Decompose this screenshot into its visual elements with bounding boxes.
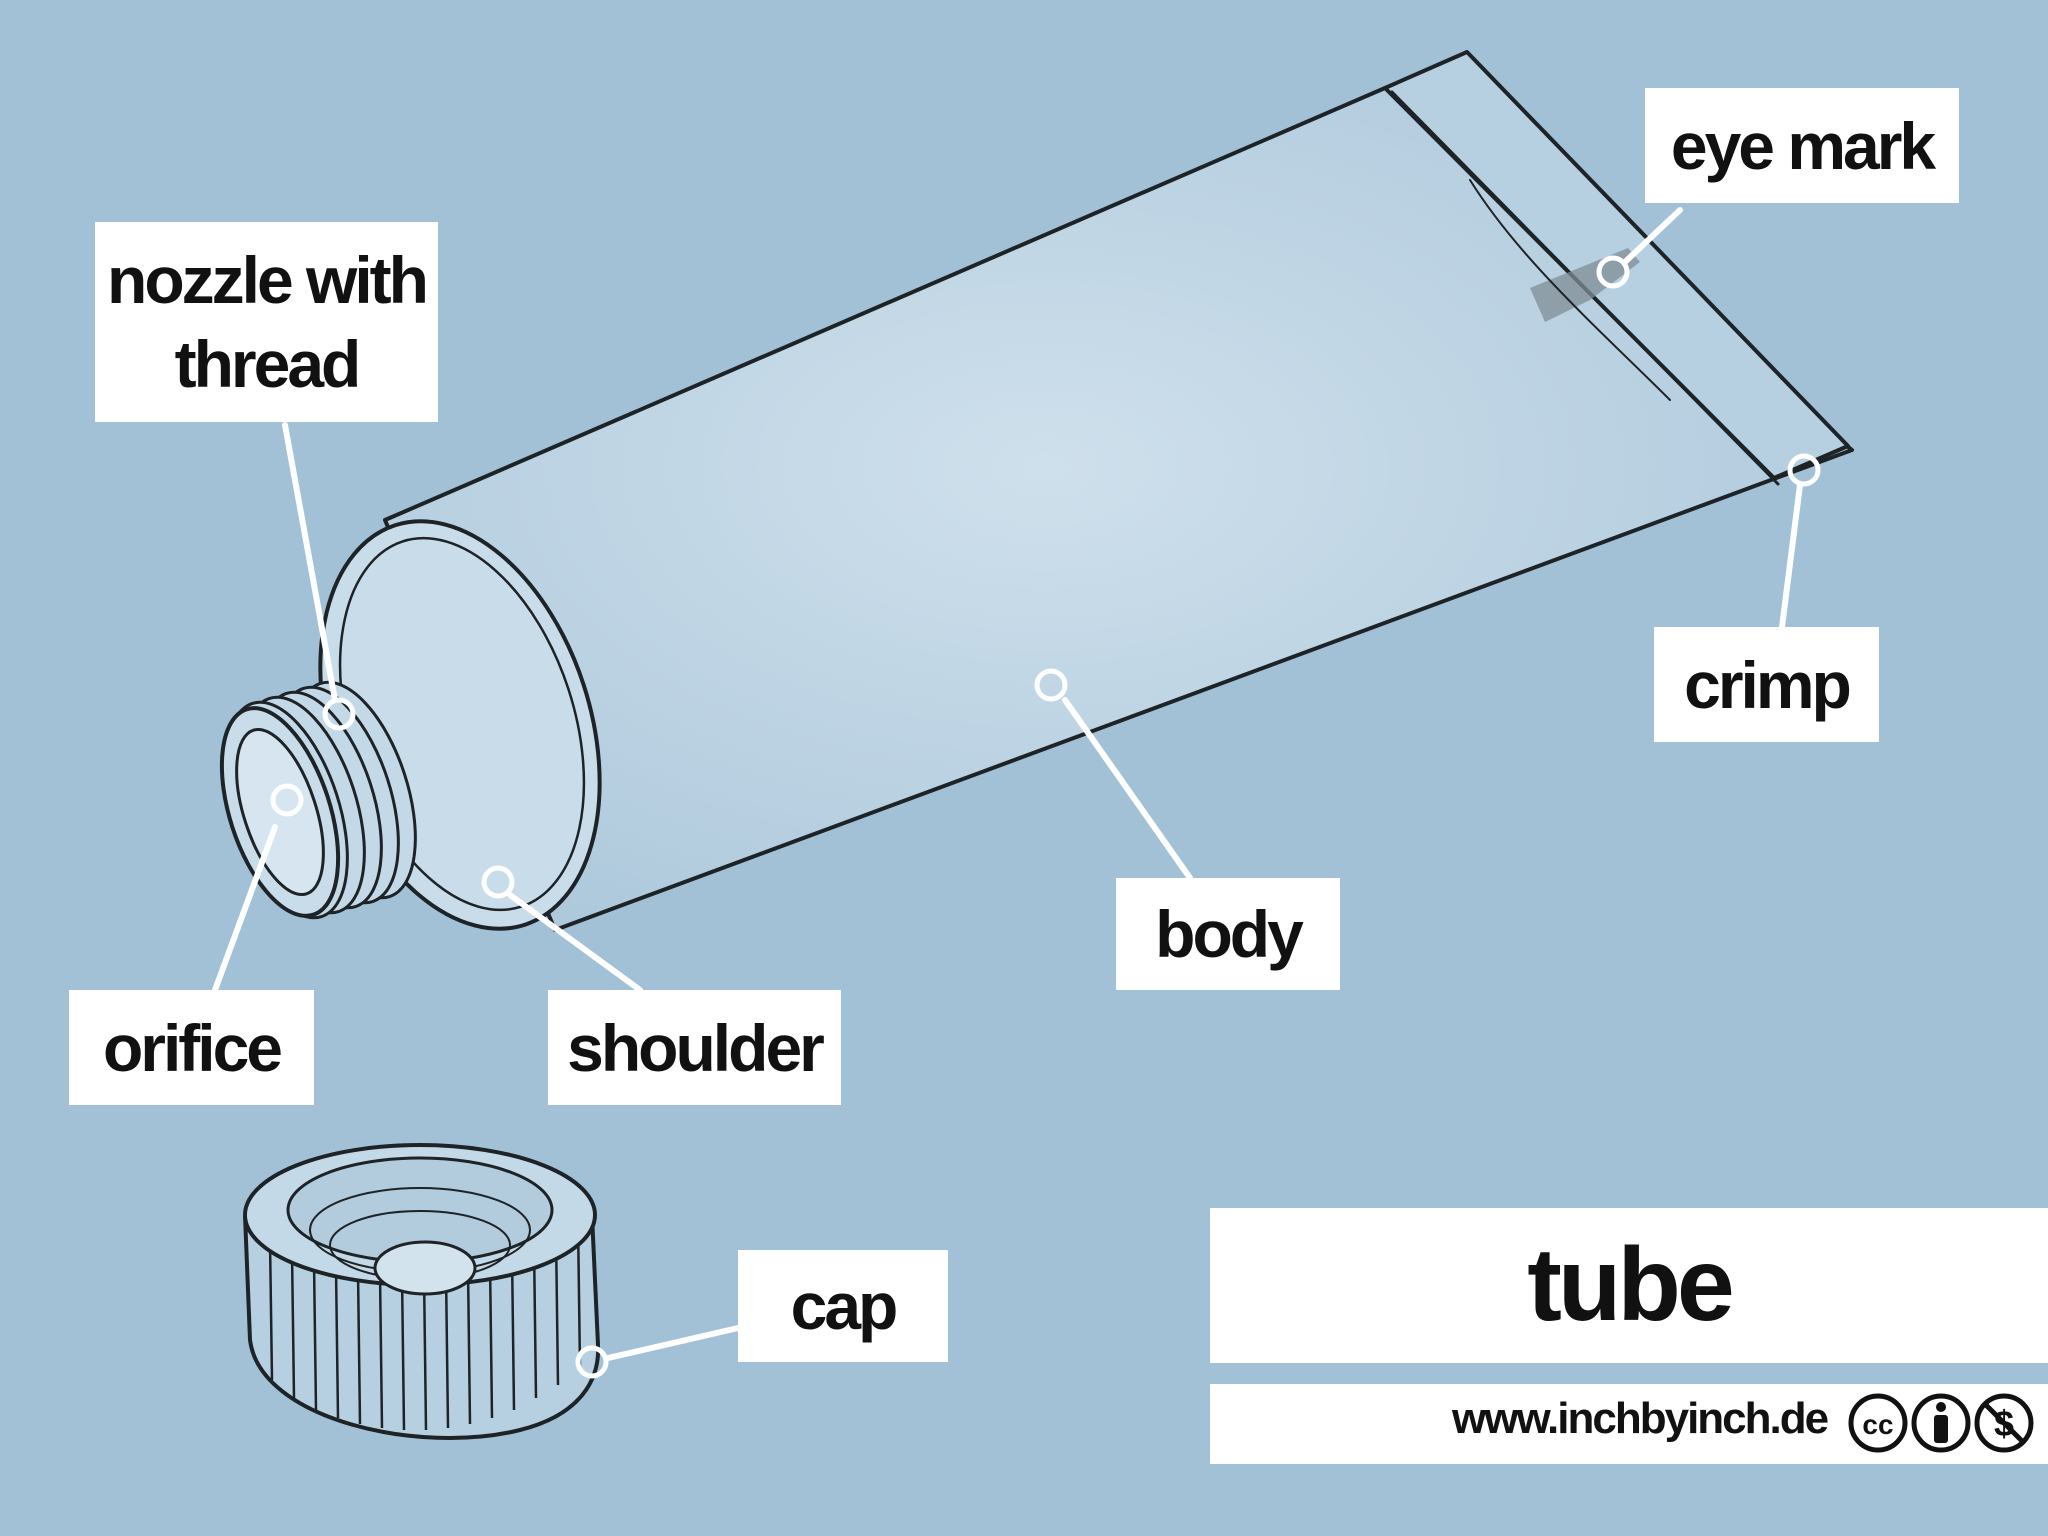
cap-illustration xyxy=(243,1143,601,1440)
label-body: body xyxy=(1116,878,1340,990)
cc-icon-text: cc xyxy=(1862,1409,1893,1440)
label-nozzle-line1: nozzle with xyxy=(107,243,429,317)
attribution-icon xyxy=(1911,1393,1971,1453)
leader-body xyxy=(1062,697,1193,881)
dot-shoulder xyxy=(481,865,515,899)
label-shoulder: shoulder xyxy=(548,990,841,1105)
dot-orifice xyxy=(270,783,304,817)
cc-icon: cc xyxy=(1848,1393,1908,1453)
label-crimp: crimp xyxy=(1654,627,1879,742)
leader-nozzle xyxy=(282,422,338,703)
leader-eye-mark xyxy=(1622,207,1683,265)
label-cap: cap xyxy=(738,1250,948,1362)
tube-fold-line xyxy=(1469,179,1671,401)
website-link[interactable]: www.inchbyinch.de xyxy=(1452,1394,1829,1443)
leader-cap xyxy=(605,1325,741,1361)
dot-crimp xyxy=(1787,453,1821,487)
leader-crimp xyxy=(1779,482,1803,630)
label-nozzle-with-thread: nozzle with thread xyxy=(95,222,438,422)
label-orifice: orifice xyxy=(69,990,314,1105)
cap-center-hole xyxy=(373,1240,477,1296)
tube-body xyxy=(383,86,1854,932)
diagram-title: tube xyxy=(1527,1227,1735,1343)
dot-nozzle xyxy=(322,697,356,731)
dot-cap xyxy=(575,1345,609,1379)
dot-body xyxy=(1034,668,1068,702)
label-nozzle-line2: thread xyxy=(174,327,362,401)
dot-eye-mark xyxy=(1596,255,1630,289)
license-icons: cc $ xyxy=(1848,1393,2034,1453)
leader-lines xyxy=(212,207,1803,1361)
label-eye-mark: eye mark xyxy=(1645,88,1959,203)
leader-dots xyxy=(270,255,1821,1379)
leader-shoulder xyxy=(507,892,643,993)
tube-illustration xyxy=(219,50,1854,932)
credit-box: www.inchbyinch.de cc $ xyxy=(1210,1384,2048,1464)
eye-mark-shape xyxy=(1530,248,1640,322)
title-box: tube xyxy=(1210,1208,2048,1363)
leader-orifice xyxy=(212,824,278,993)
noncommercial-icon: $ xyxy=(1974,1393,2034,1453)
